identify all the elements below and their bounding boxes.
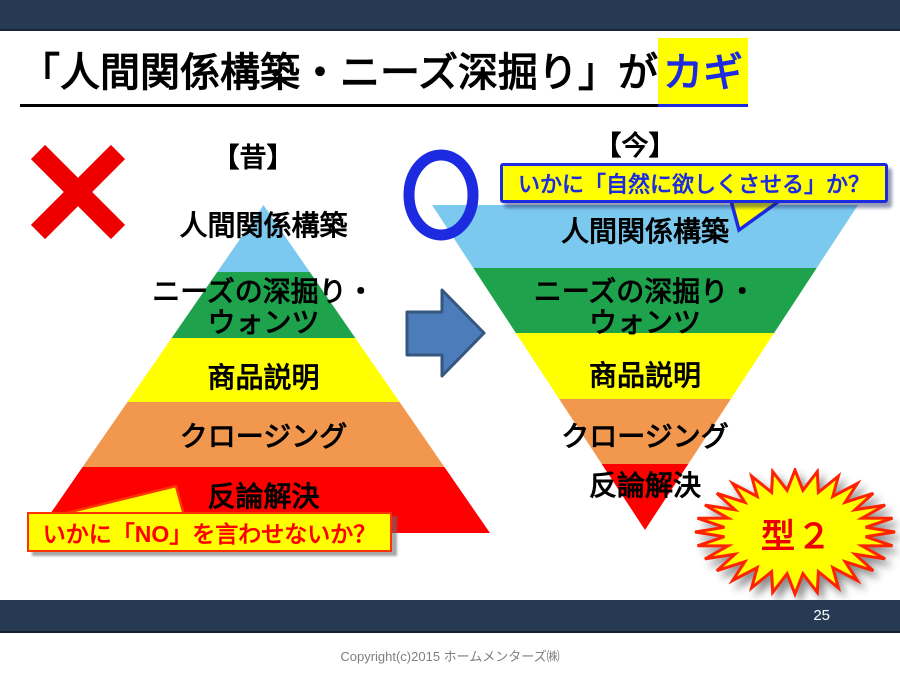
old-callout: いかに「NO」を言わせないか？	[27, 512, 392, 552]
circle-mark-icon	[403, 149, 479, 241]
page-title-highlight: カギ	[658, 38, 748, 107]
starburst-badge-icon	[694, 468, 896, 598]
page-title: 「人間関係構築・ニーズ深掘り」がカギ	[20, 38, 748, 107]
pyramid-layer-label: 反論解決	[207, 482, 320, 513]
pyramid-layer-label: クロージング	[561, 422, 729, 453]
pyramid-layer	[432, 205, 858, 268]
pyramid-layer-label: 商品説明	[588, 361, 701, 392]
pyramid-layer-label: 人間関係構築	[179, 211, 348, 242]
new-callout: いかに「自然に欲しくさせる」か？	[500, 163, 888, 203]
starburst-badge-label: 型２	[761, 517, 833, 556]
page-title-main: 「人間関係構築・ニーズ深掘り」が	[20, 40, 658, 107]
bottom-bar: 25	[0, 600, 900, 633]
pyramid-layer-label: 人間関係構築	[560, 217, 729, 248]
old-section-heading: 【昔】	[212, 143, 294, 173]
pyramid-layer-label: 反論解決	[588, 471, 701, 502]
pyramid-layer-label: クロージング	[179, 422, 348, 453]
pyramid-layer-label: ニーズの深掘り・ ウォンツ	[533, 277, 757, 340]
x-mark-icon	[30, 144, 126, 240]
copyright-text: Copyright(c)2015 ホームメンターズ㈱	[340, 649, 560, 664]
right-arrow-icon	[405, 288, 486, 378]
new-section-heading: 【今】	[594, 131, 676, 161]
top-bar	[0, 0, 900, 31]
pyramid-new: 人間関係構築 ニーズの深掘り・ ウォンツ 商品説明 クロージング 反論解決	[432, 205, 858, 530]
page-number: 25	[813, 607, 830, 624]
pyramid-layer-label: ニーズの深掘り・ ウォンツ	[152, 277, 375, 340]
pyramid-layer-label: 商品説明	[207, 363, 320, 394]
